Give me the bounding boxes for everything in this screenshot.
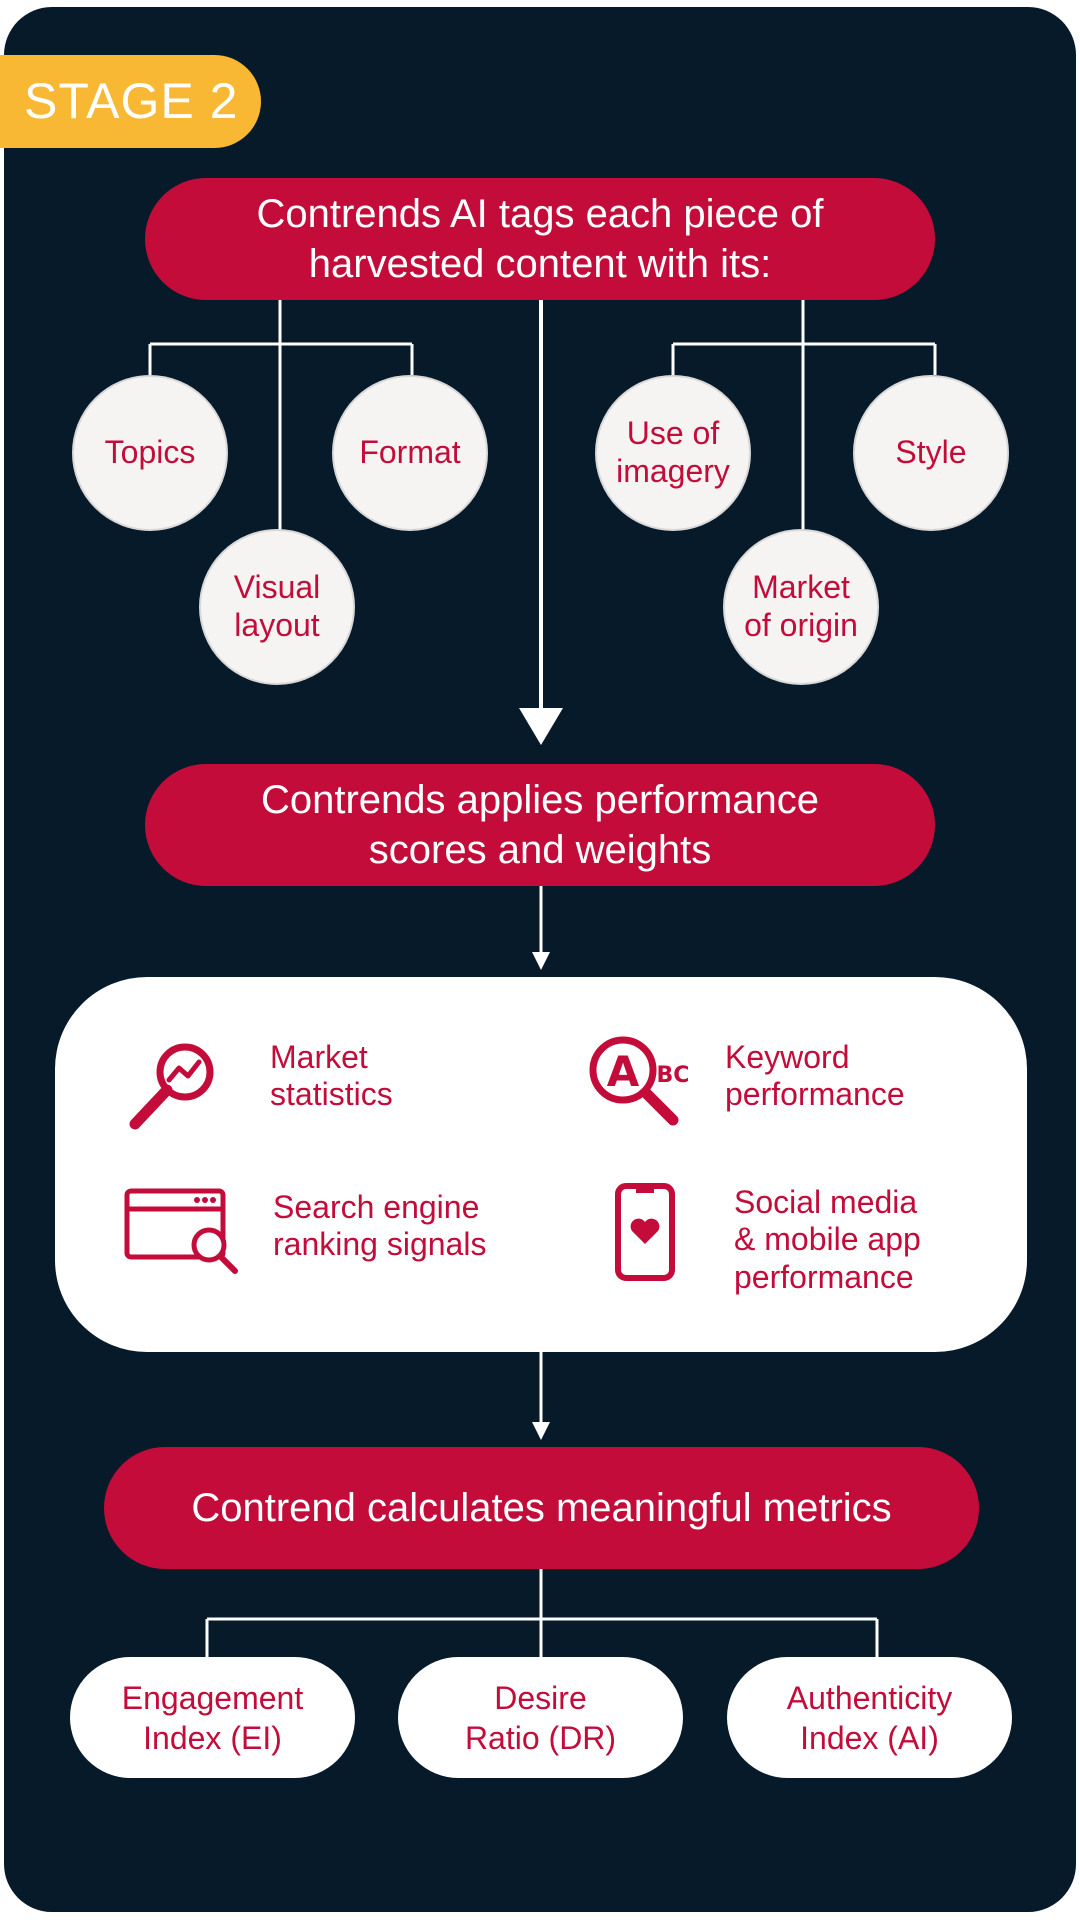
tag-use-of-imagery: Use of imagery: [595, 375, 751, 531]
tag-visual-layout-line1: Visual: [233, 569, 321, 606]
factor-search-engine-line1: Search engine: [273, 1189, 480, 1225]
factor-keyword-performance: Keyword performance: [725, 1039, 905, 1114]
tag-visual-layout-line2: layout: [234, 607, 320, 643]
tag-visual-layout: Visual layout: [199, 529, 355, 685]
tag-market-of-origin: Market of origin: [723, 529, 879, 685]
step-metrics-box: Contrend calculates meaningful metrics: [104, 1447, 979, 1569]
svg-text:A: A: [607, 1047, 640, 1096]
performance-factors-box: Market statistics A BC Keyword performan…: [55, 977, 1027, 1352]
step-metrics-label: Contrend calculates meaningful metrics: [191, 1486, 892, 1530]
tag-market-of-origin-line1: Market: [752, 569, 850, 606]
browser-search-icon: [124, 1188, 238, 1274]
tag-topics: Topics: [72, 375, 228, 531]
metric-engagement-index: Engagement Index (EI): [70, 1657, 355, 1778]
factor-social-media-line3: performance: [734, 1258, 914, 1295]
stage-badge: STAGE 2: [0, 55, 261, 148]
metric-authenticity-line2: Index (AI): [800, 1719, 939, 1756]
tag-market-of-origin-line2: of origin: [744, 607, 858, 643]
factor-social-media-line1: Social media: [734, 1184, 918, 1220]
tag-format: Format: [332, 375, 488, 531]
metric-desire-line1: Desire: [494, 1679, 587, 1716]
tag-style-label: Style: [895, 434, 967, 471]
factor-keyword-performance-line2: performance: [725, 1076, 905, 1113]
factor-social-media: Social media & mobile app performance: [734, 1184, 921, 1296]
metric-desire-line2: Ratio (DR): [464, 1719, 617, 1756]
factor-keyword-performance-line1: Keyword: [725, 1039, 850, 1075]
step-tagging-box: Contrends AI tags each piece of harveste…: [145, 178, 935, 300]
phone-heart-icon: [615, 1183, 675, 1281]
tag-format-label: Format: [359, 434, 461, 471]
metric-engagement-line1: Engagement: [121, 1679, 304, 1716]
factor-market-statistics-line2: statistics: [270, 1076, 393, 1113]
factor-search-engine-ranking: Search engine ranking signals: [273, 1189, 486, 1264]
step-tagging-line2: harvested content with its:: [308, 242, 772, 286]
step-scoring-box: Contrends applies performance scores and…: [145, 764, 935, 886]
tag-topics-label: Topics: [104, 434, 196, 471]
step-scoring-line1: Contrends applies performance: [260, 778, 820, 822]
svg-text:BC: BC: [657, 1063, 690, 1088]
factor-search-engine-line2: ranking signals: [273, 1226, 487, 1263]
magnifier-abc-icon: A BC: [589, 1036, 690, 1126]
tag-use-of-imagery-line2: imagery: [616, 453, 730, 489]
tag-use-of-imagery-line1: Use of: [626, 415, 720, 452]
metric-engagement-line2: Index (EI): [143, 1719, 282, 1756]
metric-desire-ratio: Desire Ratio (DR): [398, 1657, 683, 1778]
factor-market-statistics-line1: Market: [270, 1039, 368, 1075]
step-scoring-line2: scores and weights: [368, 828, 712, 872]
magnifier-chart-icon: [129, 1043, 214, 1130]
factor-social-media-line2: & mobile app: [734, 1221, 921, 1258]
metric-authenticity-line1: Authenticity: [786, 1679, 953, 1716]
factor-market-statistics: Market statistics: [270, 1039, 393, 1114]
tag-style: Style: [853, 375, 1009, 531]
step-tagging-line1: Contrends AI tags each piece of: [256, 192, 824, 236]
metric-authenticity-index: Authenticity Index (AI): [727, 1657, 1012, 1778]
